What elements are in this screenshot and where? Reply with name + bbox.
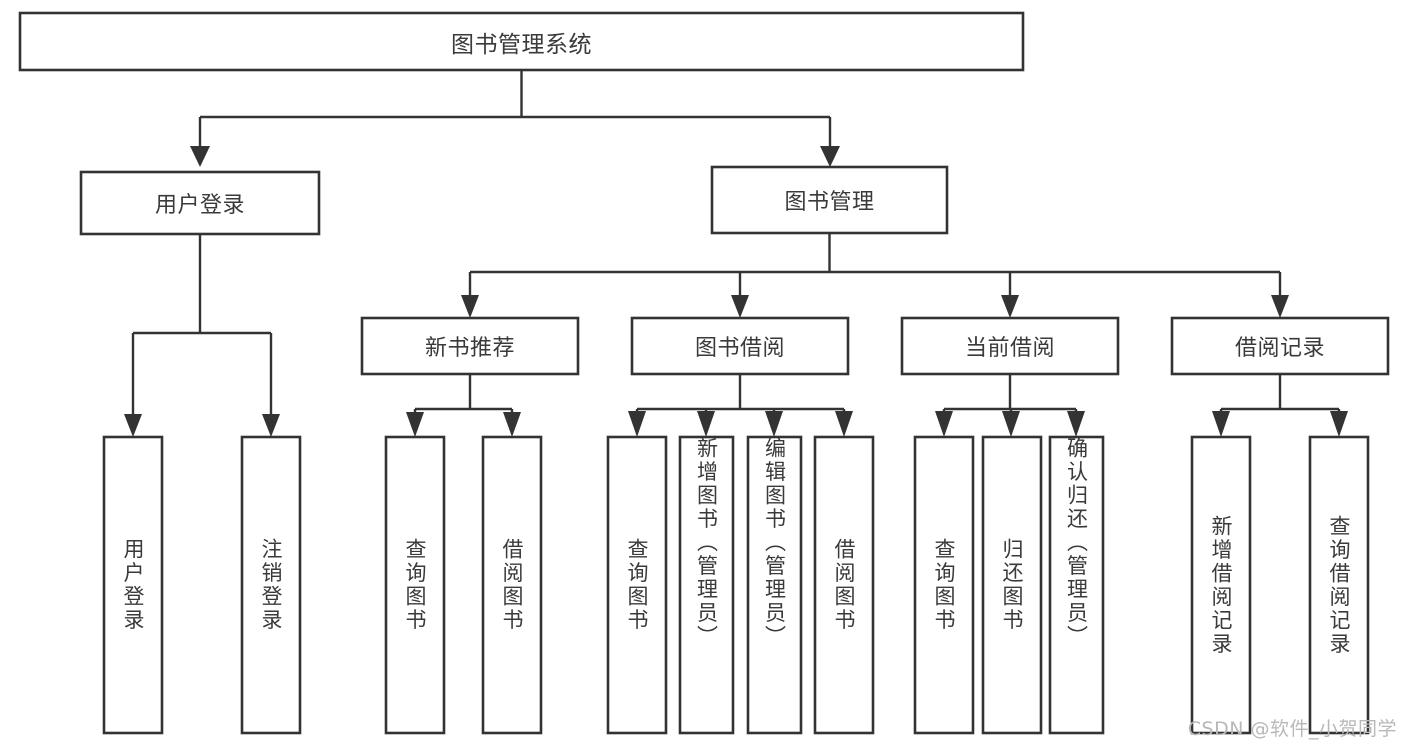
node-box-current-borrow[interactable] [900, 316, 1120, 376]
node-box-confirm-return[interactable] [1048, 435, 1105, 735]
connector-layer [124, 70, 1348, 437]
arrowhead-book-borrow [731, 295, 749, 318]
node-box-borrow-book-1[interactable] [481, 435, 543, 735]
arrowhead-add-borrow-record [1212, 411, 1230, 437]
node-box-new-book-recommend[interactable] [360, 316, 580, 376]
arrowhead-confirm-return [1067, 411, 1085, 437]
arrowhead-new-book-recommend [461, 295, 479, 318]
arrowhead-borrow-book-2 [835, 411, 853, 437]
node-box-add-borrow-record[interactable] [1190, 435, 1252, 735]
node-box-query-book-1[interactable] [384, 435, 446, 735]
arrowhead-query-borrow-record [1330, 411, 1348, 437]
node-box-user-logout-leaf[interactable] [240, 435, 302, 735]
node-box-query-book-2[interactable] [606, 435, 668, 735]
node-box-borrow-book-2[interactable] [813, 435, 875, 735]
arrowhead-current-borrow [1001, 295, 1019, 318]
arrowhead-add-book [697, 411, 715, 437]
node-box-borrow-record[interactable] [1170, 316, 1390, 376]
node-box-root[interactable] [18, 11, 1025, 72]
node-box-return-book[interactable] [981, 435, 1043, 735]
node-box-book-borrow[interactable] [630, 316, 850, 376]
arrowhead-query-book-3 [935, 411, 953, 437]
arrowhead-userlogin [190, 146, 210, 167]
node-layer [18, 11, 1390, 735]
node-box-edit-book[interactable] [746, 435, 803, 735]
node-box-user-login-leaf[interactable] [102, 435, 164, 735]
node-box-user-login[interactable] [79, 170, 321, 236]
node-box-query-book-3[interactable] [913, 435, 975, 735]
arrowhead-bookmgmt [820, 146, 840, 167]
arrowhead-user-logout-leaf [262, 414, 280, 437]
node-box-query-borrow-record[interactable] [1308, 435, 1370, 735]
node-box-add-book[interactable] [678, 435, 735, 735]
arrowhead-user-login-leaf [124, 414, 142, 437]
arrowhead-query-book-1 [406, 412, 424, 437]
arrowhead-return-book [1002, 411, 1020, 437]
arrowhead-borrow-record [1271, 295, 1289, 318]
arrowhead-edit-book [765, 411, 783, 437]
arrowhead-borrow-book-1 [503, 412, 521, 437]
arrowhead-query-book-2 [628, 411, 646, 437]
node-box-book-management[interactable] [710, 165, 949, 235]
